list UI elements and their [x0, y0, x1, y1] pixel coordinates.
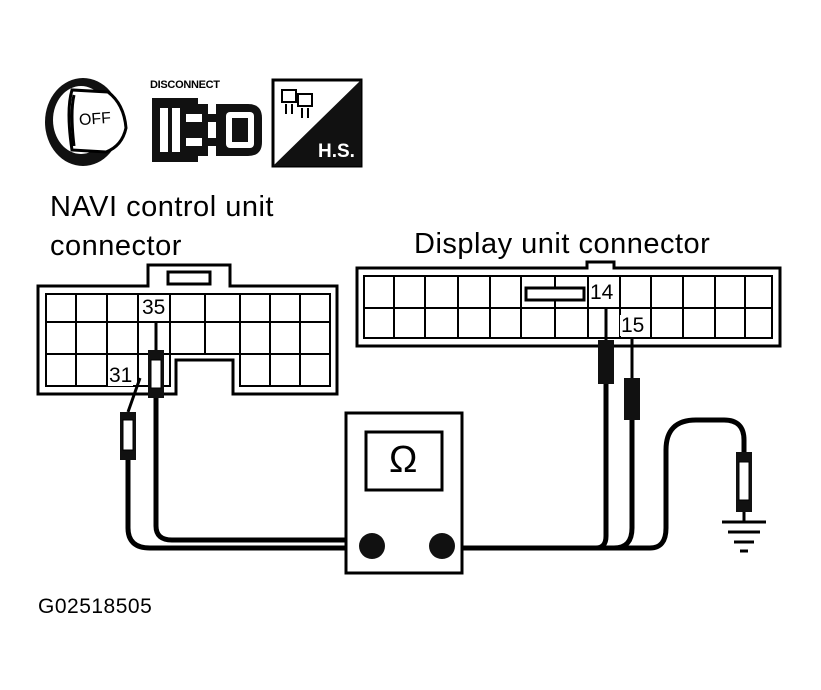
harness-hs-label: H.S.: [318, 141, 355, 162]
probe-tips: [126, 308, 746, 522]
ohmmeter-display: [364, 430, 444, 492]
figure-code: G02518505: [38, 595, 153, 618]
ohmmeter: [344, 411, 464, 575]
display-connector: [355, 260, 782, 348]
navi-pin-31-label: 31: [108, 364, 134, 387]
display-pin-14-label: 14: [589, 281, 615, 304]
navi-connector-title: NAVI control unit: [50, 191, 274, 223]
probe-display-15: [624, 378, 640, 420]
ignition-key-icon: [45, 78, 128, 166]
ohmmeter-terminal-left: [359, 533, 385, 559]
navi-connector-cells: [45, 293, 331, 387]
probe-navi-35: [148, 350, 164, 398]
ohmmeter-terminal-right: [429, 533, 455, 559]
harness-connector-icon: [271, 78, 363, 168]
ground-icon: [722, 520, 766, 553]
probe-navi-31: [120, 412, 136, 460]
display-connector-cells: [363, 275, 773, 339]
ignition-off-label: OFF: [78, 109, 112, 130]
display-pin-15-label: 15: [620, 314, 646, 337]
probe-ground: [736, 452, 752, 512]
ohm-symbol: Ω: [389, 439, 418, 481]
navi-connector-lock-slot: [166, 270, 212, 286]
navi-pin-35-label: 35: [141, 296, 167, 319]
test-leads: [125, 384, 747, 551]
navi-connector: [36, 263, 339, 396]
display-connector-lock-slot: [524, 286, 586, 302]
probe-display-14: [598, 340, 614, 384]
display-connector-title: Display unit connector: [414, 228, 711, 260]
disconnect-connector-icon: [152, 98, 262, 162]
disconnect-label: DISCONNECT: [150, 79, 220, 91]
navi-connector-title-line2: connector: [50, 230, 182, 262]
